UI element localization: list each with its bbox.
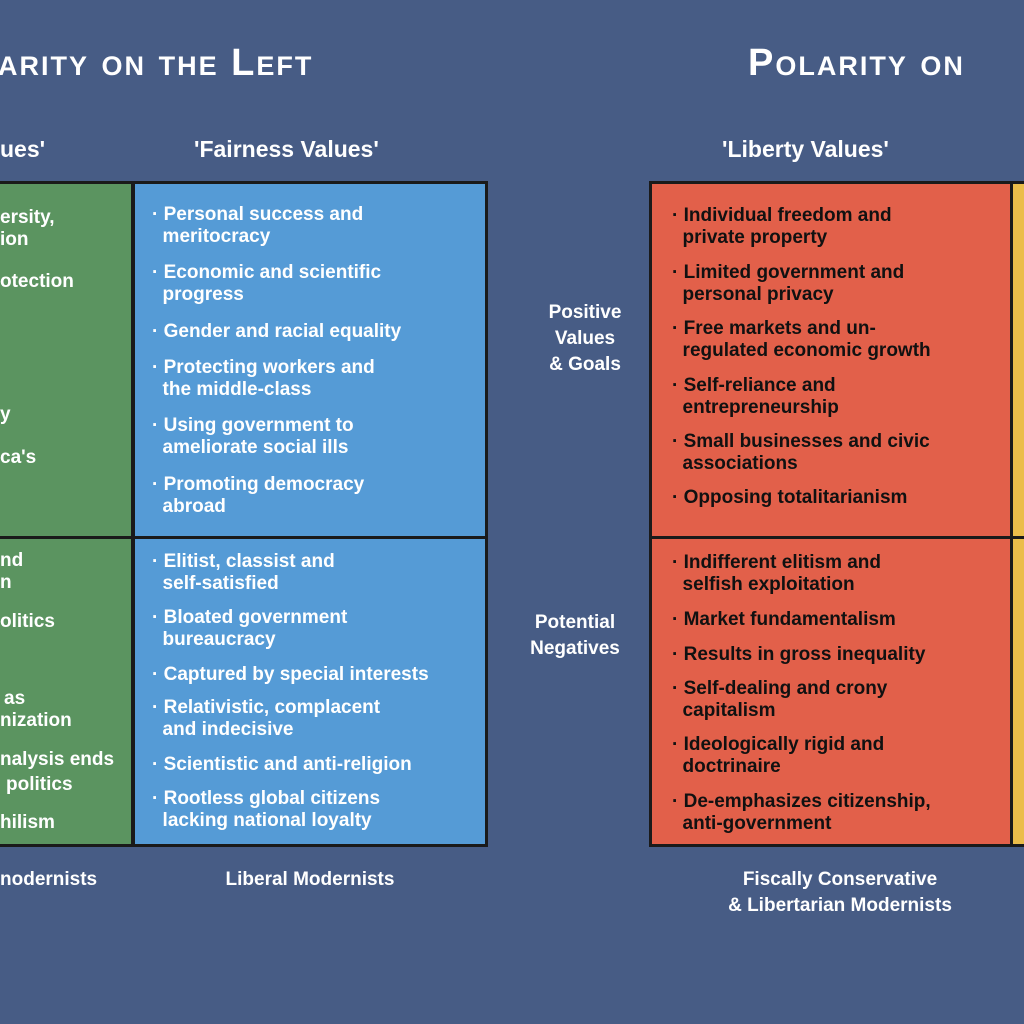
blue-item: · Bloated government bureaucracy xyxy=(152,607,348,650)
green-item: ca's xyxy=(0,447,37,468)
row-label-negative: Potential Negatives xyxy=(530,612,620,659)
green-item: nd xyxy=(0,550,24,571)
red-column-header: 'Liberty Values' xyxy=(722,136,889,162)
blue-item: · Economic and scientific progress xyxy=(152,262,382,305)
green-item: y xyxy=(0,404,11,425)
yellow-negative-cell xyxy=(1010,536,1024,847)
green-item: nalysis ends xyxy=(0,749,115,770)
blue-item: · Promoting democracy abroad xyxy=(152,474,365,517)
blue-column-header: 'Fairness Values' xyxy=(194,136,379,162)
blue-item: · Using government to ameliorate social … xyxy=(152,415,354,458)
green-item: hilism xyxy=(0,812,55,833)
red-item: · Self-reliance and entrepreneurship xyxy=(672,375,839,418)
green-item: otection xyxy=(0,271,74,292)
green-item: olitics xyxy=(0,611,55,632)
blue-negative-cell xyxy=(132,536,488,847)
blue-item: · Scientistic and anti-religion xyxy=(152,754,412,775)
red-item: · Indifferent elitism and selfish exploi… xyxy=(672,552,882,595)
green-item: as xyxy=(4,688,26,709)
green-negative-cell xyxy=(0,536,134,847)
blue-item: · Relativistic, complacent and indecisiv… xyxy=(152,697,381,740)
red-item: · Ideologically rigid and doctrinaire xyxy=(672,734,885,777)
red-item: · Small businesses and civic association… xyxy=(672,431,930,474)
right-title: Polarity on xyxy=(748,42,965,84)
red-item: · Results in gross inequality xyxy=(672,644,926,665)
green-item: ion xyxy=(0,229,29,250)
green-item: politics xyxy=(6,774,73,795)
blue-positive-cell xyxy=(132,181,488,539)
green-item: nization xyxy=(0,710,72,731)
red-item: · De-emphasizes citizenship, anti-govern… xyxy=(672,791,931,834)
red-item: · Limited government and personal privac… xyxy=(672,262,905,305)
red-item: · Free markets and un- regulated economi… xyxy=(672,318,931,361)
green-item: n xyxy=(0,572,12,593)
red-item: · Individual freedom and private propert… xyxy=(672,205,892,248)
blue-item: · Captured by special interests xyxy=(152,664,429,685)
row-label-positive: Positive Values & Goals xyxy=(548,302,622,375)
blue-footer: Liberal Modernists xyxy=(225,869,395,890)
blue-item: · Gender and racial equality xyxy=(152,321,402,342)
green-footer: nodernists xyxy=(0,869,98,890)
red-footer: Fiscally Conservative & Libertarian Mode… xyxy=(728,869,952,916)
green-column-header: ues' xyxy=(0,136,46,162)
green-item: ersity, xyxy=(0,207,55,228)
blue-item: · Protecting workers and the middle-clas… xyxy=(152,357,375,400)
red-item: · Market fundamentalism xyxy=(672,609,896,630)
green-positive-cell xyxy=(0,181,134,539)
blue-item: · Rootless global citizens lacking natio… xyxy=(152,788,381,831)
left-title: arity on the Left xyxy=(0,42,314,84)
yellow-positive-cell xyxy=(1010,181,1024,539)
blue-item: · Personal success and meritocracy xyxy=(152,204,364,247)
red-item: · Self-dealing and crony capitalism xyxy=(672,678,888,721)
blue-item: · Elitist, classist and self-satisfied xyxy=(152,551,335,594)
red-item: · Opposing totalitarianism xyxy=(672,487,908,508)
